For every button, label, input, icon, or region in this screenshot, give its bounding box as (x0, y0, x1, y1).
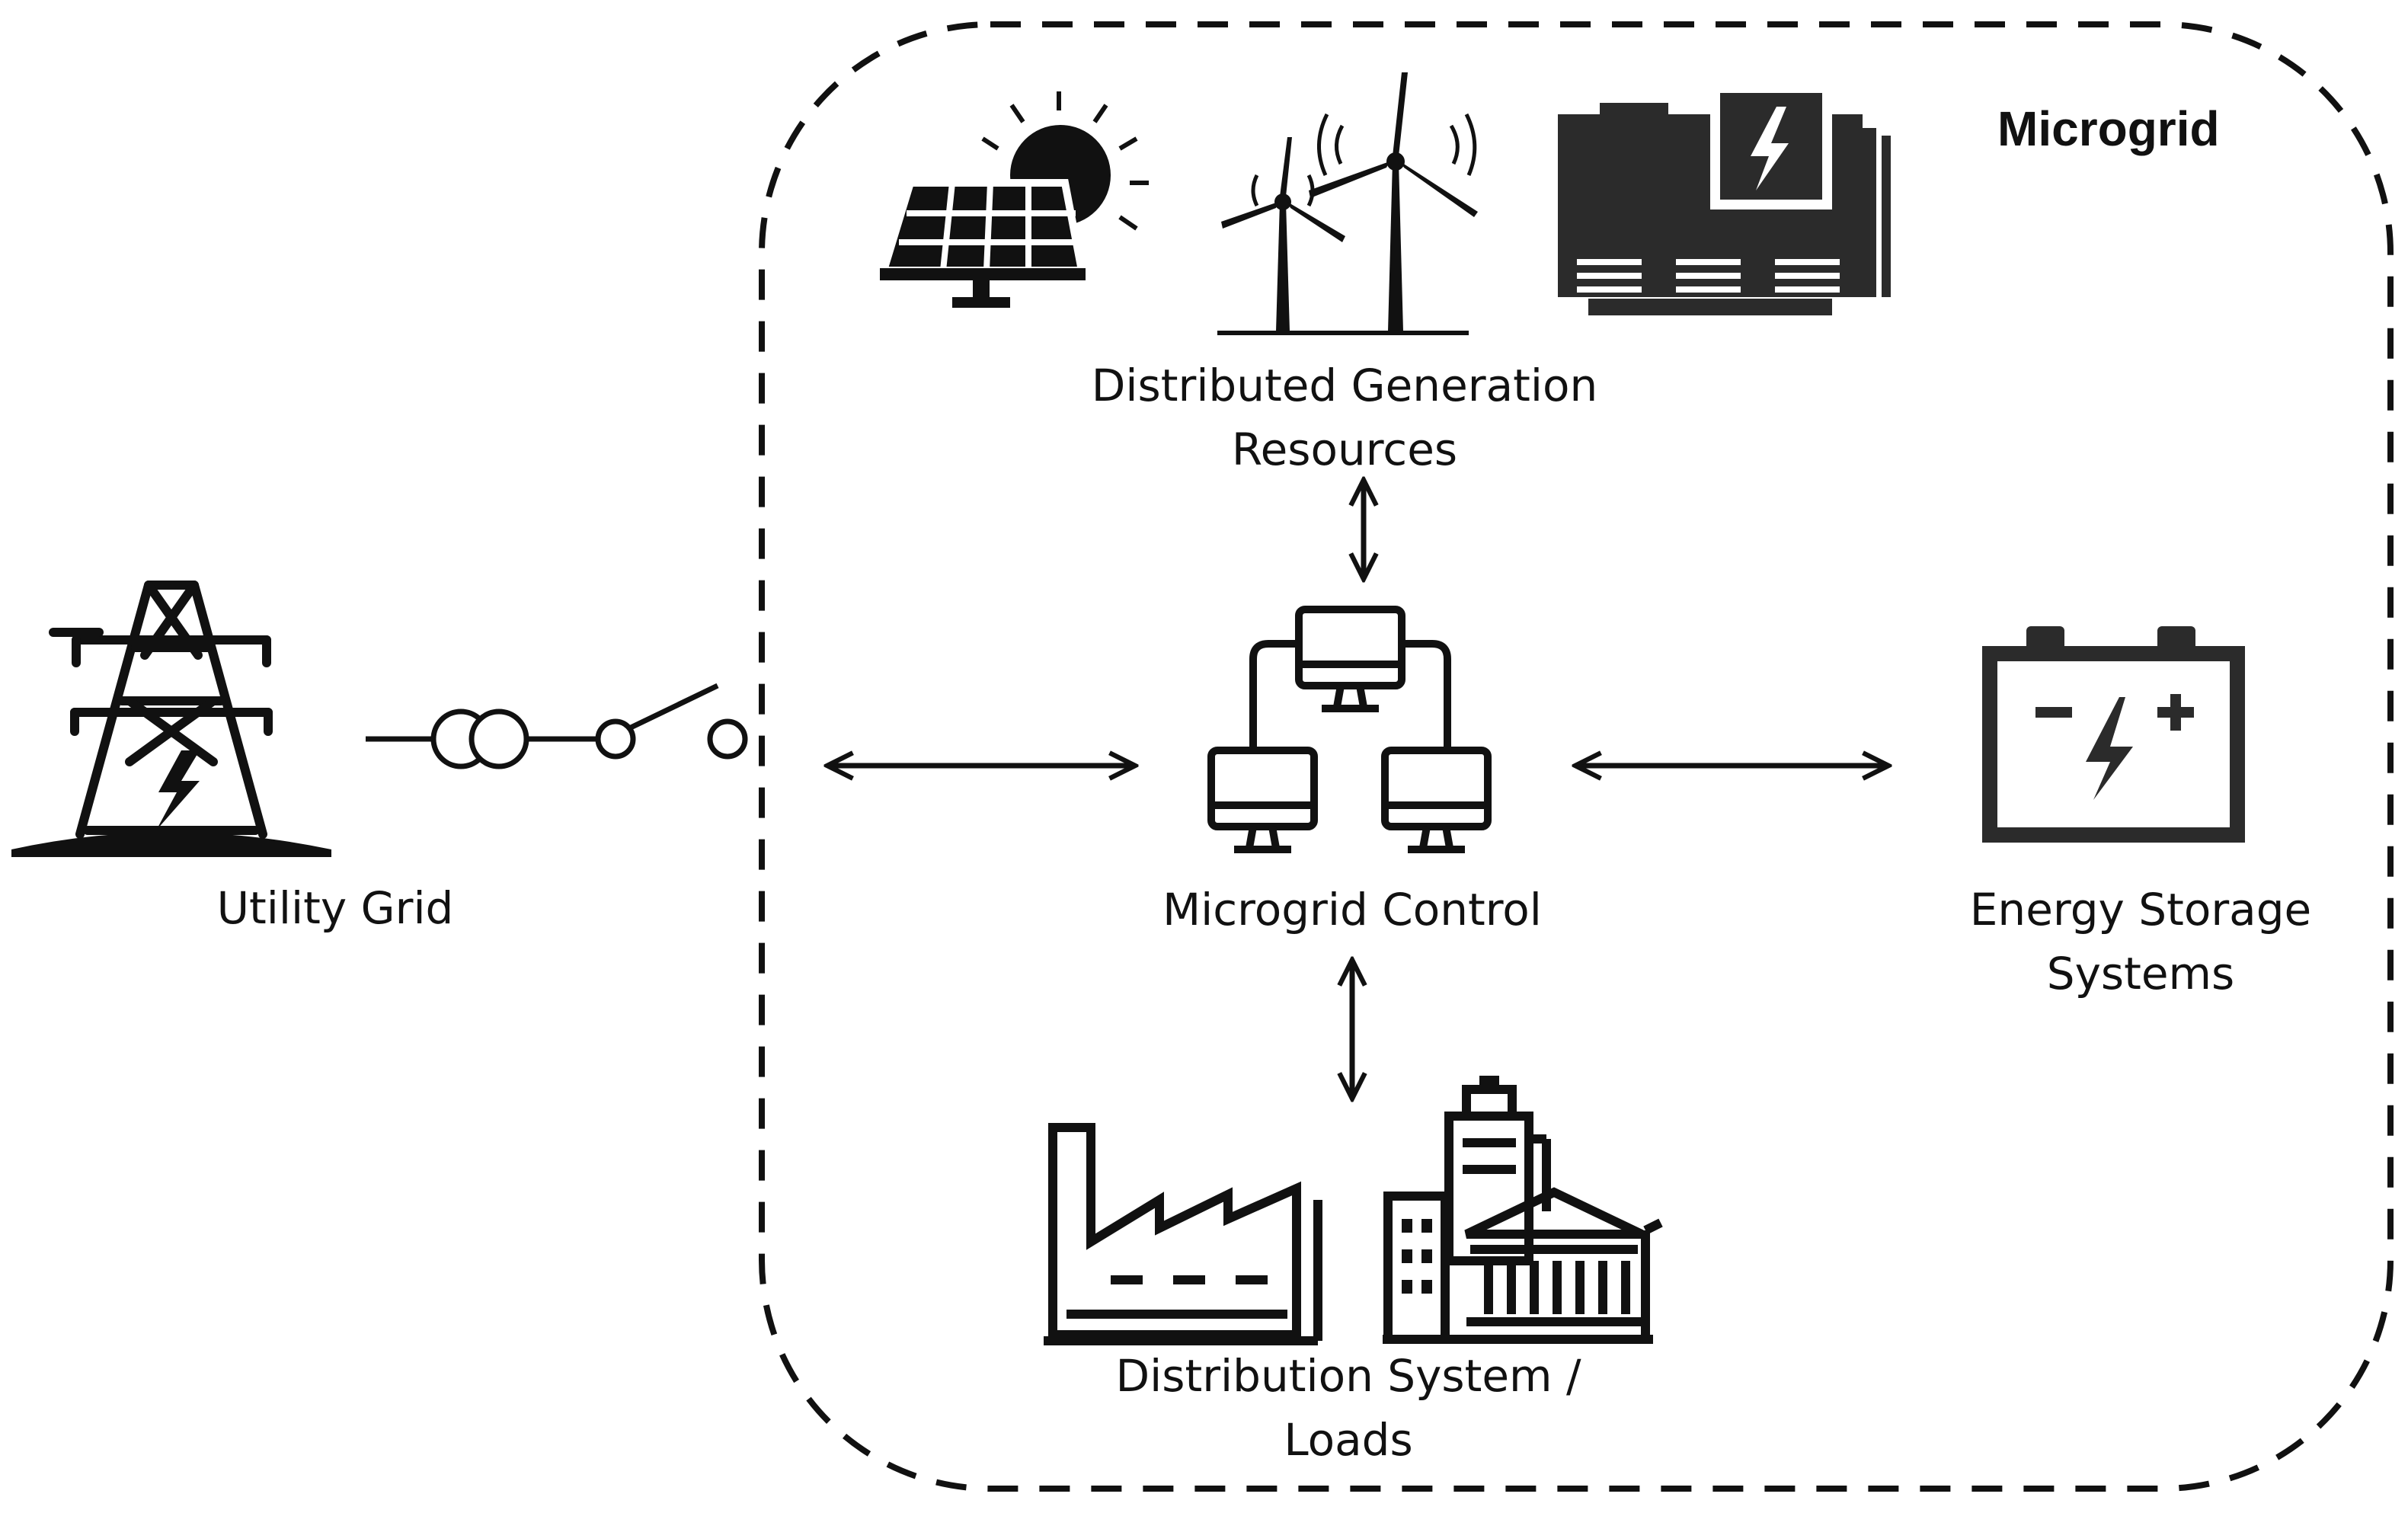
energy-storage-label: Energy Storage Systems (1920, 878, 2362, 1006)
generator-icon (1558, 84, 1891, 315)
distribution-loads-label: Distribution System / Loads (1066, 1344, 1630, 1472)
microgrid-control-text: Microgrid Control (1162, 884, 1542, 936)
energy-storage-line1: Energy Storage (1969, 884, 2312, 936)
transmission-tower-icon (11, 581, 331, 857)
energy-storage-line2: Systems (2046, 948, 2235, 1000)
distribution-loads-line2: Loads (1284, 1414, 1413, 1466)
distributed-generation-label: Distributed Generation Resources (1028, 353, 1661, 481)
city-buildings-icon (1383, 1076, 1663, 1344)
factory-icon (1044, 1123, 1322, 1345)
microgrid-boundary (759, 21, 2394, 1492)
network-computers-icon (1207, 606, 1492, 853)
solar-panel-icon (878, 91, 1149, 308)
distributed-generation-line1: Distributed Generation (1091, 360, 1598, 411)
microgrid-title: Microgrid (1997, 101, 2220, 156)
utility-grid-text: Utility Grid (216, 882, 454, 934)
utility-grid-label: Utility Grid (160, 876, 510, 940)
connection-arrows (829, 481, 1887, 1097)
distributed-generation-line2: Resources (1231, 424, 1458, 475)
distribution-loads-line1: Distribution System / (1115, 1350, 1581, 1402)
transformer-symbol (430, 709, 529, 769)
wind-turbine-icon (1217, 72, 1478, 335)
microgrid-control-label: Microgrid Control (1097, 878, 1607, 942)
battery-icon (1982, 626, 2245, 843)
open-switch-symbol (595, 683, 748, 760)
